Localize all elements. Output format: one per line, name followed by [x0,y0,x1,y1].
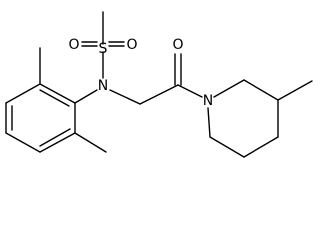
ring-inner-3 [39,89,70,107]
bond-ch2-carbonyl [139,84,179,105]
atom-o-sulfonyl-right: O [126,37,137,53]
bond-layer [5,11,313,158]
bond-pip-methyl [277,80,313,101]
atom-n-sulfonamide: N [98,78,108,94]
atom-s: S [99,41,108,57]
ring-bond-5 [5,83,41,104]
bond-ortho-methyl-bottom [74,132,107,153]
ring-bond-6 [39,83,76,104]
atom-o-sulfonyl-left: O [68,37,79,53]
pip-bond-4 [243,136,279,158]
bond-n-aryl [74,89,98,104]
bond-n-ch2 [109,89,141,105]
pip-bond-5 [209,136,245,158]
pip-bond-6 [207,107,211,138]
molecule-canvas: S O O N O N [5,11,313,158]
atom-labels: S O O N O N [68,37,213,109]
atom-o-carbonyl: O [172,37,183,53]
atom-n-piperidine: N [203,93,213,109]
structure-diagram: S O O N O N [5,11,313,158]
pip-bond-2 [243,79,279,101]
ring-bond-2 [39,132,76,153]
ring-inner-1 [39,128,71,147]
bond-carbonyl-npip [177,84,203,98]
pip-bond-1 [213,79,245,98]
ring-bond-3 [5,132,41,153]
